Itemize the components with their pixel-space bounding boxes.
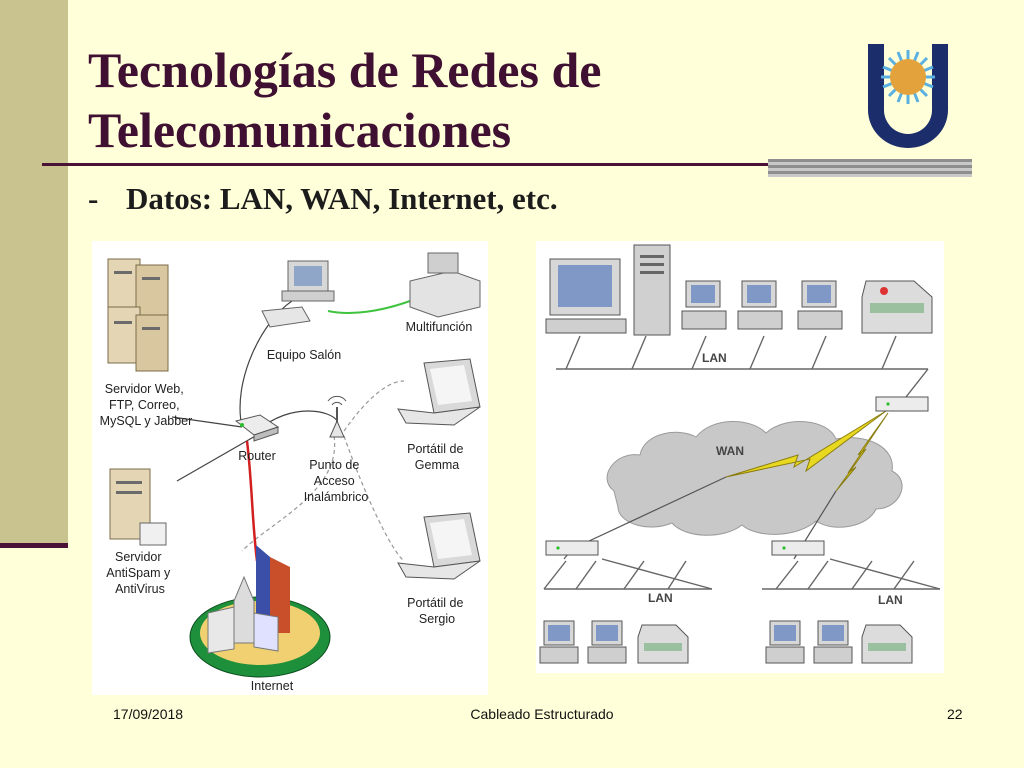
wan-cloud: [606, 421, 903, 536]
workstation-icon: [813, 620, 853, 664]
printer-icon: [861, 280, 933, 334]
bullet-dash: -: [88, 181, 99, 216]
lan-right-label: LAN: [878, 593, 903, 607]
svg-text:Portátil de Sergio: Portátil de Sergio: [407, 596, 467, 626]
svg-text:Portátil de Gemma: Portátil de Gemma: [407, 442, 467, 472]
workstation-icon: [681, 280, 727, 330]
internet-building-icon: [189, 545, 331, 678]
antispam-server-icon: [109, 468, 167, 546]
punto-label-1: Punto de: [309, 458, 359, 472]
router-label: Router: [238, 449, 276, 463]
footer-title: Cableado Estructurado: [470, 706, 614, 722]
gemma-label-2: Gemma: [415, 458, 460, 472]
servers-label-1: Servidor Web,: [105, 382, 184, 396]
workstation-icon: [765, 620, 805, 664]
servers-label-3: MySQL y Jabber: [100, 414, 193, 428]
svg-text:Servidor Web, FTP, Corre: Servidor Web, FTP, Correo, MySQL y Jabbe…: [100, 382, 193, 428]
lan-left-label: LAN: [648, 591, 673, 605]
workstation-icon: [737, 280, 783, 330]
workstation-icon: [797, 280, 843, 330]
title-underline-gray-block: [768, 159, 972, 177]
server-rack-icon: [107, 258, 169, 372]
punto-label-3: Inalámbrico: [304, 490, 369, 504]
internet-label: Internet: [251, 679, 294, 693]
punto-label-2: Acceso: [314, 474, 355, 488]
printer-icon: [861, 624, 913, 664]
side-decoration-bar: [0, 0, 68, 548]
switch-icon: [875, 396, 929, 412]
laptop-icon: [397, 512, 481, 580]
antispam-label-3: AntiVirus: [115, 582, 165, 596]
workstation-icon: [539, 620, 579, 664]
university-logo: [868, 44, 948, 148]
lan-top-label: LAN: [702, 351, 727, 365]
svg-text:Servidor AntiSpam y: Servidor AntiSpam y AntiVirus: [106, 550, 173, 596]
router-icon: [234, 414, 280, 442]
page-number: 22: [947, 706, 963, 722]
slide-title: Tecnologías de Redes de Telecomunicacion…: [88, 42, 602, 158]
antispam-label-2: AntiSpam y: [106, 566, 171, 580]
tower-server-icon: [633, 244, 671, 336]
multifunction-printer-icon: [409, 252, 481, 318]
bullet-text: Datos: LAN, WAN, Internet, etc.: [126, 181, 558, 216]
footer-date: 17/09/2018: [113, 706, 184, 722]
desktop-computer-icon: [545, 258, 627, 334]
wan-label: WAN: [716, 444, 744, 458]
desktop-computer-icon: [261, 260, 335, 328]
workstation-icon: [587, 620, 627, 664]
side-decoration-line: [0, 543, 68, 548]
equipo-salon-label: Equipo Salón: [267, 348, 341, 362]
switch-icon: [545, 540, 599, 556]
local-network-diagram: Servidor Web, FTP, Correo, MySQL y Jabbe…: [92, 241, 488, 695]
multifuncion-label: Multifunción: [406, 320, 473, 334]
bullet-item: -Datos: LAN, WAN, Internet, etc.: [88, 181, 558, 217]
wireless-access-point-icon: [327, 395, 347, 438]
printer-icon: [637, 624, 689, 664]
sergio-label-1: Portátil de: [407, 596, 463, 610]
sergio-label-2: Sergio: [419, 612, 455, 626]
switch-icon: [771, 540, 825, 556]
antispam-label-1: Servidor: [115, 550, 162, 564]
laptop-icon: [397, 358, 481, 426]
servers-label-2: FTP, Correo,: [109, 398, 180, 412]
gemma-label-1: Portátil de: [407, 442, 463, 456]
title-underline: [42, 163, 972, 166]
svg-text:Punto de Acceso In: Punto de Acceso Inalámbrico: [304, 458, 369, 504]
wan-lan-diagram: LAN WAN LAN LAN: [536, 241, 944, 673]
